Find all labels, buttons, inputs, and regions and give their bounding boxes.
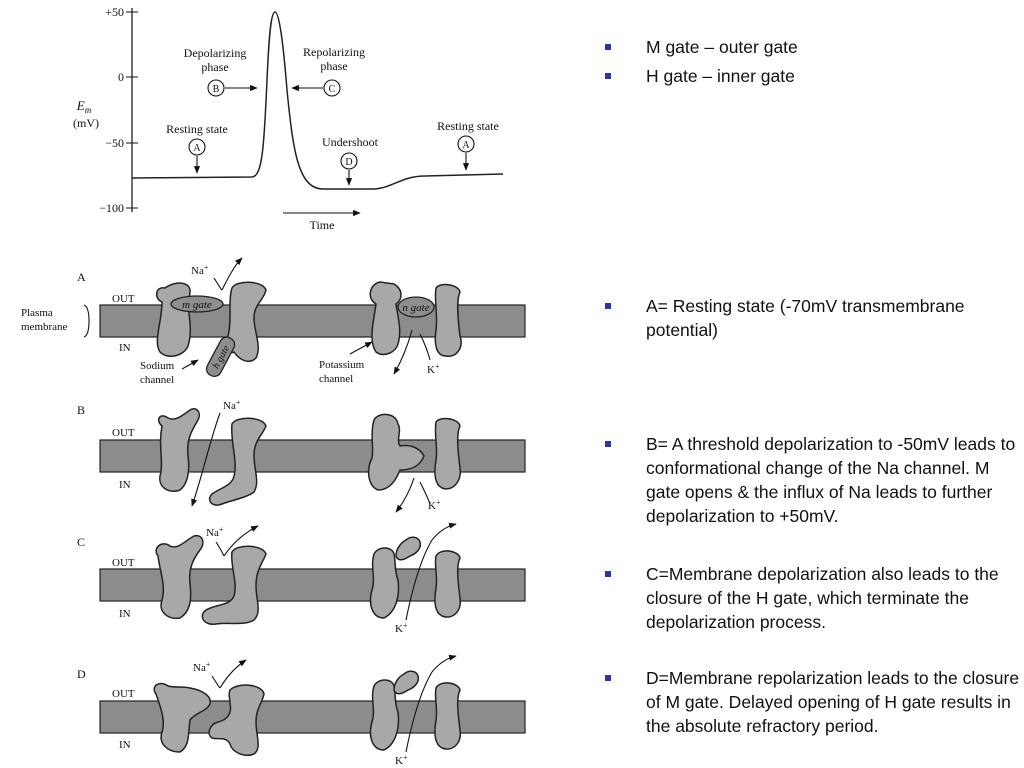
potassium-channel-right-subunit xyxy=(434,550,461,618)
panel-label: A xyxy=(77,270,86,284)
bullet-item: H gate – inner gate xyxy=(605,64,1020,88)
bullet-icon xyxy=(605,441,611,447)
svg-text:membrane: membrane xyxy=(21,321,68,333)
svg-text:A: A xyxy=(462,140,470,151)
svg-text:D: D xyxy=(345,157,352,168)
bullet-item: B= A threshold depolarization to -50mV l… xyxy=(605,432,1020,528)
n-gate xyxy=(397,296,435,318)
svg-text:phase: phase xyxy=(320,59,347,73)
potassium-channel-right-subunit xyxy=(434,682,461,750)
in-label: IN xyxy=(119,479,131,491)
potassium-channel-left-subunit xyxy=(369,547,400,619)
gate-legend-list: M gate – outer gate H gate – inner gate xyxy=(605,35,1020,88)
depolarizing-phase-label: Depolarizing xyxy=(184,46,247,60)
bullet-item: C=Membrane depolarization also leads to … xyxy=(605,562,1020,634)
sodium-ion-label: Na+ xyxy=(191,263,209,277)
in-label: IN xyxy=(119,739,131,751)
sodium-channel-right-subunit xyxy=(208,684,265,756)
sodium-channel-right-subunit xyxy=(208,417,267,506)
y-axis-label: Em xyxy=(76,98,92,115)
svg-text:channel: channel xyxy=(140,374,174,386)
sodium-ion-label: Na+ xyxy=(193,660,211,674)
potassium-channel-left-subunit xyxy=(369,281,402,356)
y-tick-label: +50 xyxy=(105,5,124,19)
potassium-channel-right-subunit xyxy=(434,417,461,490)
repolarizing-phase-label: Repolarizing xyxy=(303,45,365,59)
y-axis-unit: (mV) xyxy=(73,116,99,130)
h-gate: h gate xyxy=(205,336,236,378)
potassium-channel-left-subunit xyxy=(369,679,400,751)
potassium-channel-label: Potassium xyxy=(319,359,365,371)
action-potential-figure: +50 0 −50 −100 Em (mV) Depolarizing phas… xyxy=(21,5,526,767)
panel-a: A Plasma membrane OUT IN m gate h gate S… xyxy=(21,257,526,386)
panel-label: C xyxy=(77,535,85,549)
svg-text:n gate: n gate xyxy=(402,302,429,314)
membrane-potential-trace xyxy=(131,11,504,190)
out-label: OUT xyxy=(112,293,135,305)
svg-text:phase: phase xyxy=(201,60,228,74)
panel-d: D OUT IN Na+ K+ xyxy=(77,654,526,767)
action-potential-graph: +50 0 −50 −100 Em (mV) Depolarizing phas… xyxy=(73,5,504,232)
m-gate xyxy=(170,295,224,313)
y-tick-label: 0 xyxy=(118,70,124,84)
panel-c: C OUT IN Na+ K+ xyxy=(77,522,526,635)
sodium-channel-right-subunit xyxy=(201,545,267,625)
bullet-item: A= Resting state (-70mV transmembrane po… xyxy=(605,294,1020,342)
panel-b: B OUT IN Na+ K+ xyxy=(77,398,526,513)
sodium-ion-label: Na+ xyxy=(223,398,241,412)
potassium-channel-open-gate xyxy=(393,670,420,695)
marker-b xyxy=(207,79,225,97)
sodium-channel-right-subunit xyxy=(224,281,267,363)
bullet-icon xyxy=(605,73,611,79)
undershoot-label: Undershoot xyxy=(322,135,379,149)
bullet-item: D=Membrane repolarization leads to the c… xyxy=(605,666,1020,738)
sodium-channel-left-subunit xyxy=(156,282,192,358)
potassium-ion-label: K+ xyxy=(395,621,408,635)
panel-label: D xyxy=(77,667,86,681)
in-label: IN xyxy=(119,342,131,354)
bullet-icon xyxy=(605,44,611,50)
note-a-list: A= Resting state (-70mV transmembrane po… xyxy=(605,294,1020,342)
out-label: OUT xyxy=(112,557,135,569)
svg-text:B: B xyxy=(213,84,220,95)
out-label: OUT xyxy=(112,688,135,700)
svg-text:m gate: m gate xyxy=(182,299,212,311)
potassium-channel-open-gate xyxy=(395,536,422,561)
svg-text:C: C xyxy=(329,84,336,95)
bullet-icon xyxy=(605,303,611,309)
out-label: OUT xyxy=(112,427,135,439)
note-d-list: D=Membrane repolarization leads to the c… xyxy=(605,666,1020,738)
sodium-channel-left-subunit xyxy=(153,682,211,753)
in-label: IN xyxy=(119,608,131,620)
x-axis-label: Time xyxy=(310,218,335,232)
note-c-list: C=Membrane depolarization also leads to … xyxy=(605,562,1020,634)
marker-c xyxy=(323,79,341,97)
marker-d xyxy=(340,152,358,170)
y-tick-label: −100 xyxy=(99,201,124,215)
panel-label: B xyxy=(77,403,85,417)
bullet-icon xyxy=(605,675,611,681)
potassium-ion-label: K+ xyxy=(427,362,440,376)
resting-state-label: Resting state xyxy=(437,119,499,133)
potassium-ion-label: K+ xyxy=(395,753,408,767)
svg-text:channel: channel xyxy=(319,373,353,385)
resting-state-label: Resting state xyxy=(166,122,228,136)
potassium-ion-label: K+ xyxy=(428,498,441,512)
y-tick-label: −50 xyxy=(105,136,124,150)
sodium-channel-label: Sodium xyxy=(140,360,175,372)
note-b-list: B= A threshold depolarization to -50mV l… xyxy=(605,432,1020,528)
marker-a xyxy=(457,135,475,153)
sodium-channel-left-subunit xyxy=(155,534,204,620)
bullet-item: M gate – outer gate xyxy=(605,35,1020,59)
bullet-icon xyxy=(605,571,611,577)
sodium-ion-label: Na+ xyxy=(206,525,224,539)
marker-a xyxy=(188,138,206,156)
plasma-membrane-label: Plasma xyxy=(21,307,53,319)
sodium-channel-left-subunit xyxy=(157,408,201,492)
potassium-channel-right-subunit xyxy=(434,283,462,357)
svg-text:A: A xyxy=(193,143,201,154)
potassium-channel-left-subunit xyxy=(367,413,425,491)
